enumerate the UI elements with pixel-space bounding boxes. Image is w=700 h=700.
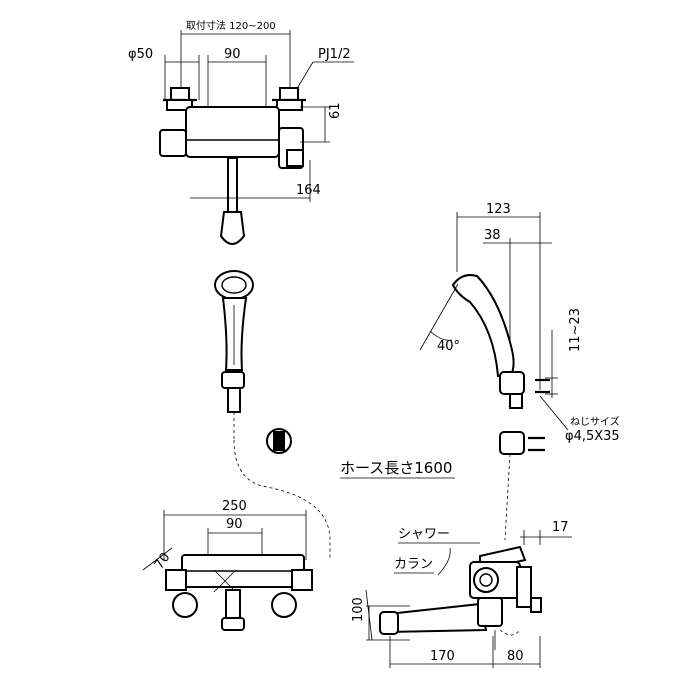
left-handle-top	[159, 129, 187, 157]
front-view: 250 90 70	[142, 499, 313, 631]
shower-head-front	[214, 270, 331, 560]
side-view: 123 38 40° 11~23 ねじサイズ φ4,5X35 ホース長さ1600	[340, 202, 620, 541]
center-width-label: 90	[224, 47, 241, 62]
left-connector	[170, 87, 190, 101]
angle-label: 40°	[437, 339, 460, 354]
shower-pipe	[227, 157, 238, 213]
shower-head-side	[451, 274, 515, 377]
body-depth-label: 80	[507, 649, 524, 664]
shower-handle	[221, 297, 248, 371]
right-connector	[279, 87, 299, 101]
bracket-range-label: 11~23	[568, 308, 583, 352]
bracket-side	[499, 371, 525, 395]
hose-length-label: ホース長さ1600	[340, 459, 452, 477]
shower-text: シャワー	[398, 527, 450, 542]
offset-17-label: 17	[552, 520, 569, 535]
screw-size-label: φ4,5X35	[565, 429, 620, 444]
pipe-end	[219, 211, 246, 245]
screw-title: ねじサイズ	[570, 415, 620, 428]
wall-bracket	[499, 431, 525, 455]
spout-pipe	[387, 602, 488, 634]
left-inlet	[172, 592, 198, 618]
thread-label: PJ1/2	[318, 47, 351, 62]
faucet-side-view: シャワー カラン 17 100 170 80	[351, 520, 572, 668]
front-center-width-label: 90	[226, 517, 243, 532]
shower-face	[214, 270, 254, 300]
spout-length-label: 170	[430, 649, 455, 664]
depth-70-label: 70	[152, 550, 174, 572]
width-total-label: 250	[222, 499, 247, 514]
spout-text: カラン	[394, 557, 433, 572]
spout-outlet	[221, 617, 245, 631]
height-100-label: 100	[351, 597, 366, 622]
top-view: 取付寸法 120~200 φ50 90 PJ1/2 61	[128, 19, 354, 245]
depth-label: 164	[296, 183, 321, 198]
pipe-diameter-label: φ50	[128, 47, 153, 62]
right-inlet	[271, 592, 297, 618]
offset-inner-label: 38	[484, 228, 501, 243]
offset-total-label: 123	[486, 202, 511, 217]
mount-range-label: 取付寸法 120~200	[186, 19, 276, 32]
valve-body-top	[185, 106, 280, 158]
height-label: 61	[328, 102, 343, 119]
